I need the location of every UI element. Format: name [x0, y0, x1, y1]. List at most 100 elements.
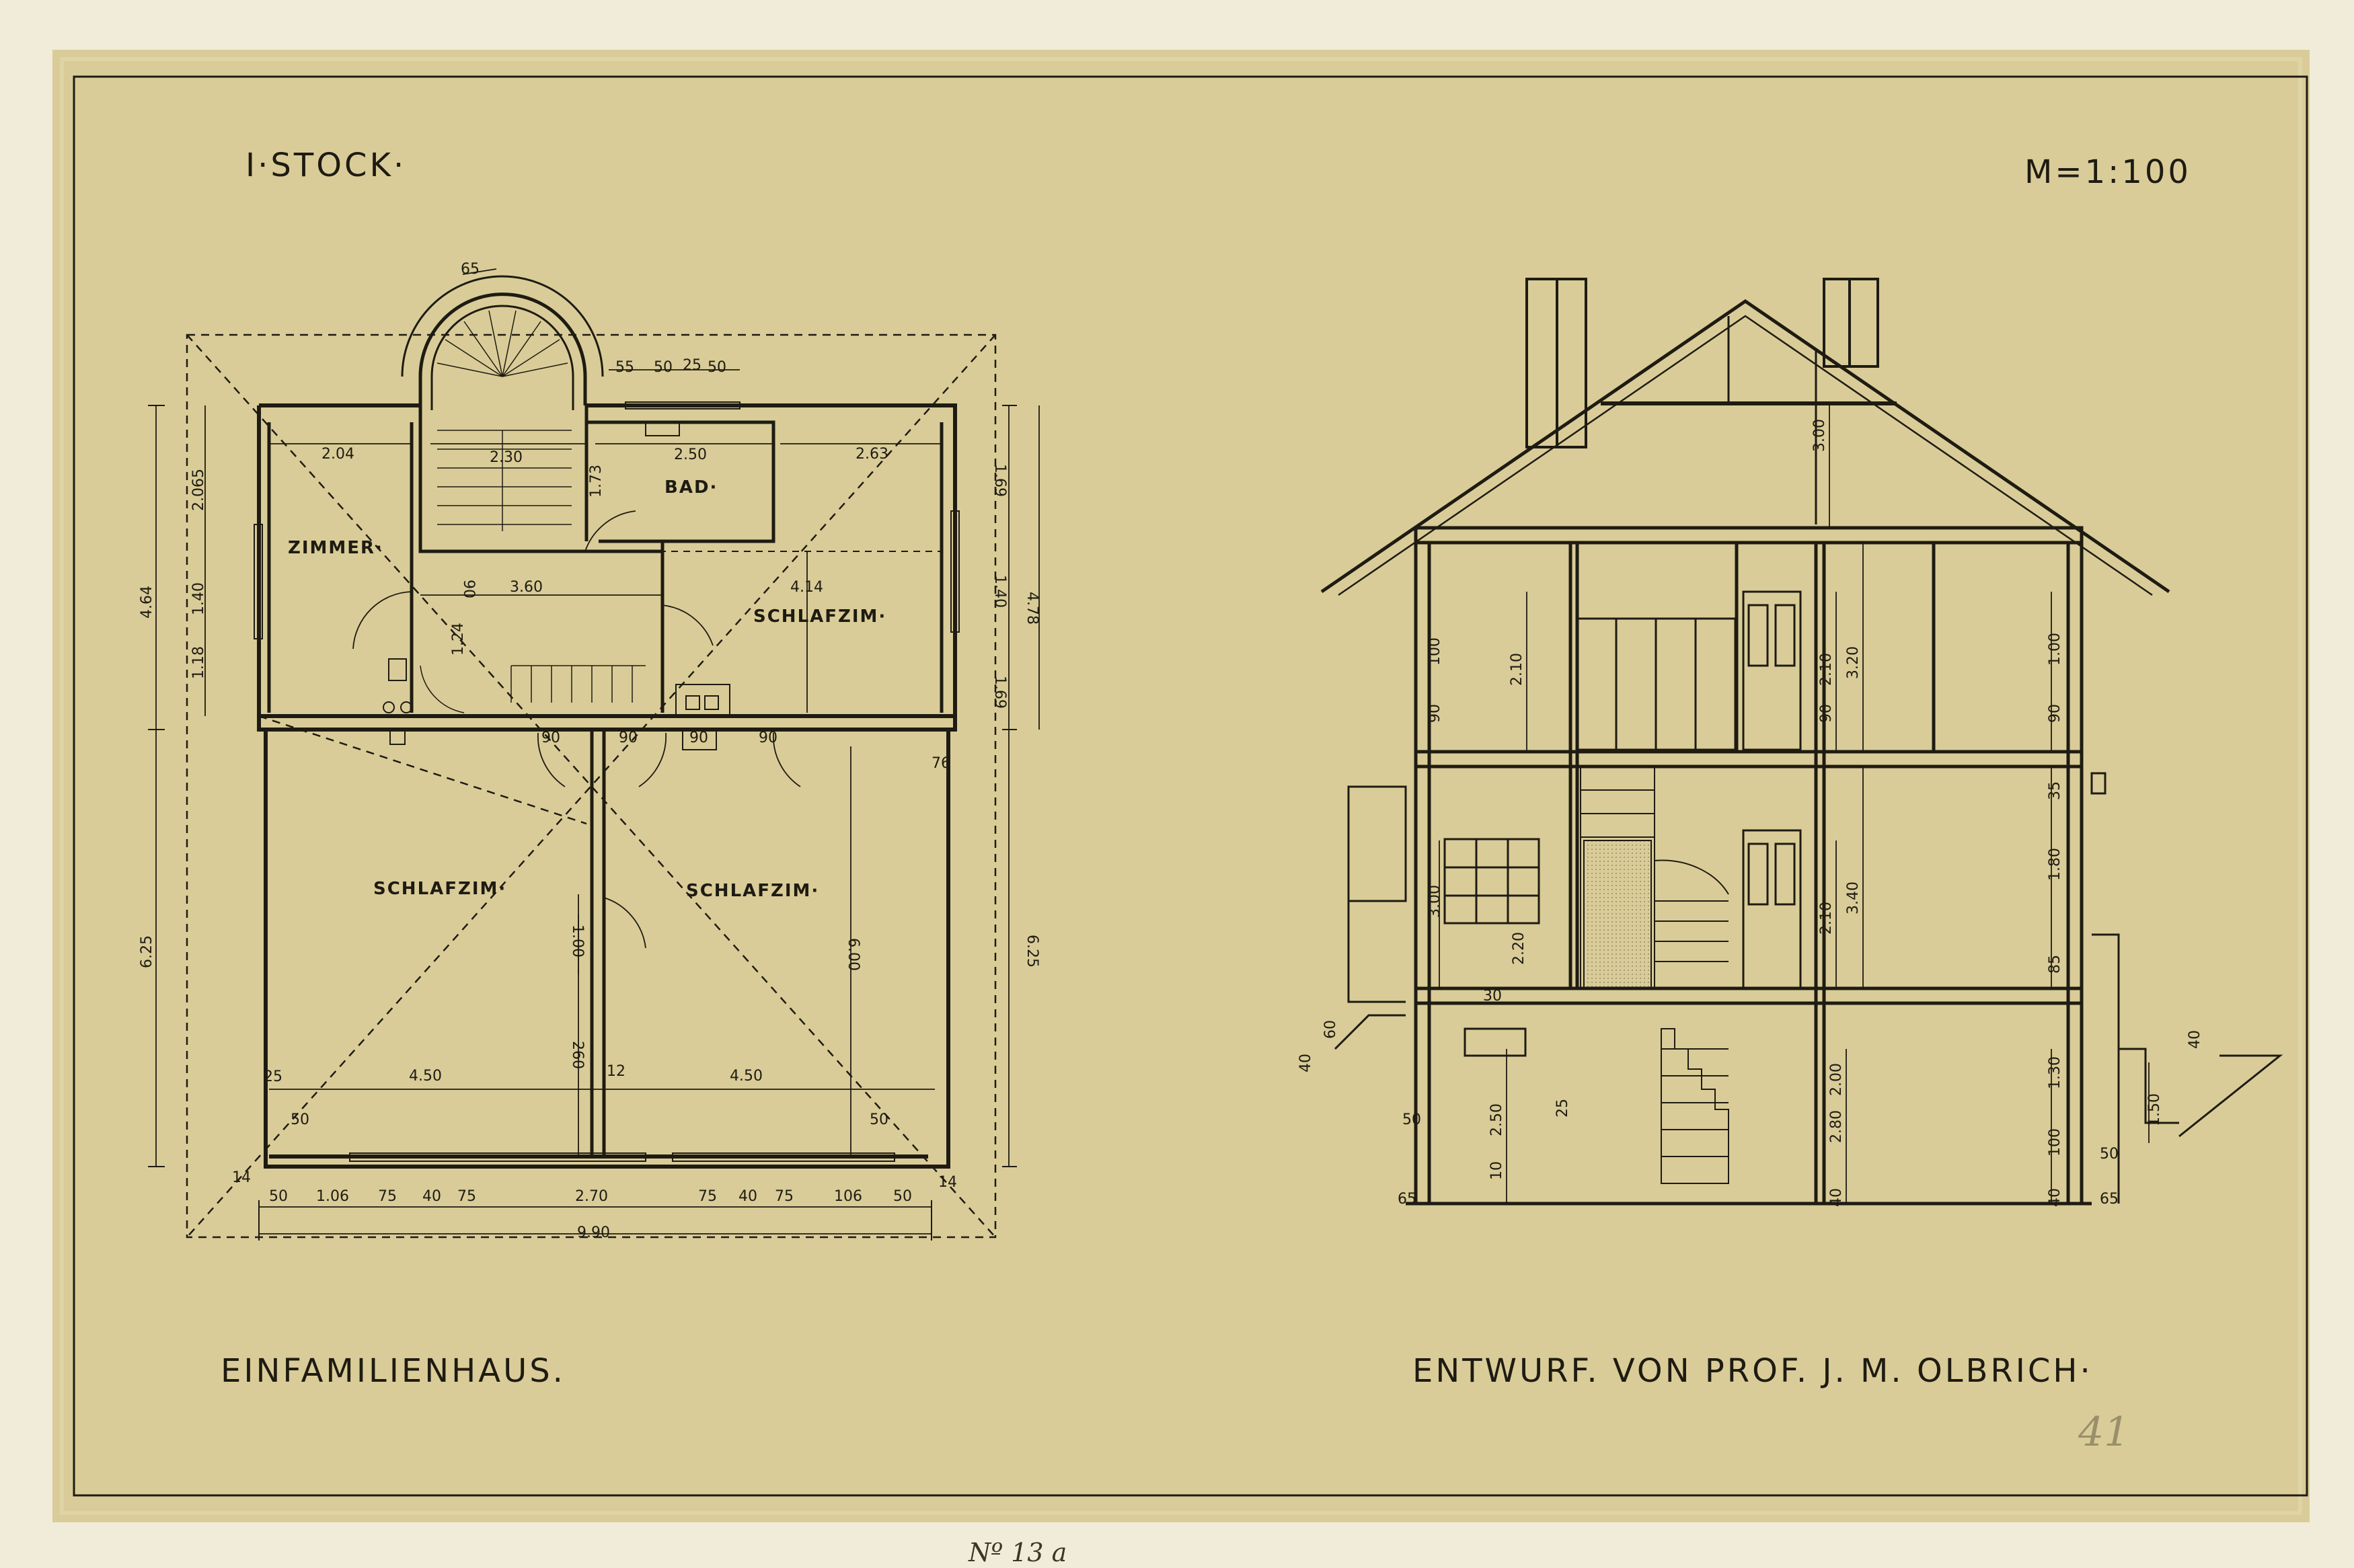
section-dimension-label: 1.50 — [2146, 1093, 2163, 1126]
plan-dimension-label: 6.00 — [845, 938, 862, 971]
section-dimension-label: 2.50 — [1488, 1103, 1505, 1136]
plan-dimension-label: 25 — [264, 1068, 282, 1085]
building-section — [1320, 278, 2283, 1206]
plan-dimension-label: 50 — [893, 1188, 912, 1205]
plan-dimension-label: 2.065 — [190, 469, 207, 511]
room-label-zimmer: ZIMMER· — [288, 538, 383, 558]
plan-dimension-label: 50 — [654, 359, 673, 376]
plan-dimension-label: 9.90 — [577, 1224, 610, 1241]
section-dimension-label: 1.30 — [2047, 1056, 2063, 1089]
plan-dimension-label: 1.40 — [190, 582, 207, 615]
plan-dimension-label: 6.25 — [139, 935, 155, 968]
sheet-number: Nº 13 a — [968, 1538, 1067, 1567]
section-dimension-label: 85 — [2047, 955, 2063, 974]
plan-dimension-label: 2.50 — [674, 446, 707, 463]
section-roof — [1320, 299, 2170, 596]
section-dimension-label: 3.20 — [1845, 646, 1862, 679]
section-dimension-label: 10 — [1488, 1161, 1505, 1180]
interior-walls — [267, 405, 944, 1157]
drawing-title: EINFAMILIENHAUS. — [221, 1352, 566, 1390]
plan-windows — [254, 401, 960, 1162]
section-dimension-label: 30 — [1483, 988, 1502, 1005]
section-dimension-label: 60 — [1322, 1020, 1339, 1039]
plan-dimension-label: 1.69 — [991, 676, 1008, 709]
section-dimension-label: 2.00 — [1828, 1063, 1845, 1096]
section-openings — [1347, 590, 2106, 1057]
plan-dimension-label: 76 — [932, 755, 950, 772]
plan-dimension-label: 1.00 — [569, 925, 586, 957]
plan-dimension-label: 1.73 — [588, 465, 605, 498]
plan-dimension-label: 1.40 — [991, 575, 1008, 608]
plan-dimension-label: 1.24 — [450, 623, 467, 656]
plan-dimension-label: 3.60 — [510, 579, 543, 596]
section-dimension-label: 100 — [1427, 637, 1443, 666]
plan-dimension-label: 40 — [738, 1188, 757, 1205]
section-dimension-label: 3.00 — [1427, 885, 1443, 918]
plan-dimension-label: 2.04 — [321, 446, 354, 463]
plan-dimension-label: 1.06 — [316, 1188, 349, 1205]
scale-label: M=1:100 — [2024, 153, 2191, 191]
section-chimneys — [1525, 278, 1879, 448]
stair-tower — [401, 275, 604, 410]
plan-dimension-label: 90 — [689, 730, 708, 746]
plan-dimension-label: 75 — [457, 1188, 476, 1205]
plan-dimension-label: 1.18 — [190, 646, 207, 679]
section-dimension-label: 3.40 — [1845, 881, 1862, 914]
section-dimension-label: 35 — [2047, 781, 2063, 800]
plan-dimension-label: 2.30 — [490, 449, 523, 466]
section-walls — [1414, 543, 2084, 1204]
plan-dimension-lines — [155, 268, 1040, 1234]
plan-dimension-label: 1.69 — [991, 464, 1008, 497]
section-stairs — [1580, 766, 1729, 1184]
room-label-schlafzim-lower-left: SCHLAFZIM· — [373, 879, 506, 899]
plan-dimension-label: 12 — [607, 1063, 625, 1080]
plan-dimension-label: 2.63 — [856, 446, 888, 463]
section-dimension-label: 2.80 — [1828, 1110, 1845, 1143]
section-dimension-label: 2.10 — [1818, 902, 1835, 935]
plan-fixtures — [383, 422, 730, 750]
plan-dimension-label: 90 — [541, 730, 560, 746]
section-dimension-label: 90 — [2047, 704, 2063, 723]
room-label-bad: BAD· — [665, 477, 718, 498]
section-dimension-label: 40 — [1828, 1188, 1845, 1207]
paper-sheet — [52, 50, 2310, 1522]
plan-dimension-label: 50 — [291, 1111, 309, 1128]
plan-dimension-label: 4.64 — [139, 586, 155, 619]
plan-dimension-label: 25 — [683, 357, 701, 374]
pencil-mark: 41 — [2078, 1409, 2129, 1456]
section-dimension-label: 100 — [2047, 1128, 2063, 1157]
section-dimension-label: 2.20 — [1511, 932, 1527, 965]
section-dimension-label: 65 — [1398, 1191, 1416, 1208]
plan-dimension-label: 90 — [619, 730, 638, 746]
plan-dimension-label: 4.50 — [409, 1068, 442, 1085]
section-porches — [1334, 901, 2283, 1204]
plan-dimension-label: 75 — [775, 1188, 794, 1205]
section-dimension-label: 90 — [1818, 704, 1835, 723]
section-dimension-lines — [1439, 403, 2150, 1204]
floor-plan — [148, 268, 1040, 1241]
roof-outline — [186, 334, 997, 1239]
section-dimension-label: 50 — [1402, 1111, 1421, 1128]
section-dimension-label: 50 — [2100, 1146, 2119, 1163]
floor-label: I·STOCK· — [245, 147, 406, 184]
plan-dimension-label: 90 — [460, 580, 477, 598]
section-dimension-label: 40 — [2187, 1030, 2203, 1049]
plan-dimension-label: 4.14 — [790, 579, 823, 596]
section-dimension-label: 2.10 — [1818, 653, 1835, 686]
section-dimension-label: 1.00 — [2047, 633, 2063, 666]
plan-dimension-label: 50 — [269, 1188, 288, 1205]
plan-doors — [352, 510, 801, 949]
section-dimension-label: 3.00 — [1811, 419, 1828, 452]
section-dimension-label: 40 — [2047, 1188, 2063, 1207]
plan-dimension-label: 50 — [870, 1111, 888, 1128]
room-label-schlafzim-right: SCHLAFZIM· — [753, 606, 886, 627]
plan-dimension-label: 4.50 — [730, 1068, 763, 1085]
plan-dimension-label: 14 — [938, 1174, 957, 1191]
plan-dimension-label: 90 — [759, 730, 777, 746]
room-label-schlafzim-lower-right: SCHLAFZIM· — [686, 881, 819, 901]
plan-dimension-label: 40 — [422, 1188, 441, 1205]
stair-treads — [420, 310, 646, 713]
plan-ticks — [148, 405, 1017, 1241]
border-frame — [73, 75, 2308, 1497]
